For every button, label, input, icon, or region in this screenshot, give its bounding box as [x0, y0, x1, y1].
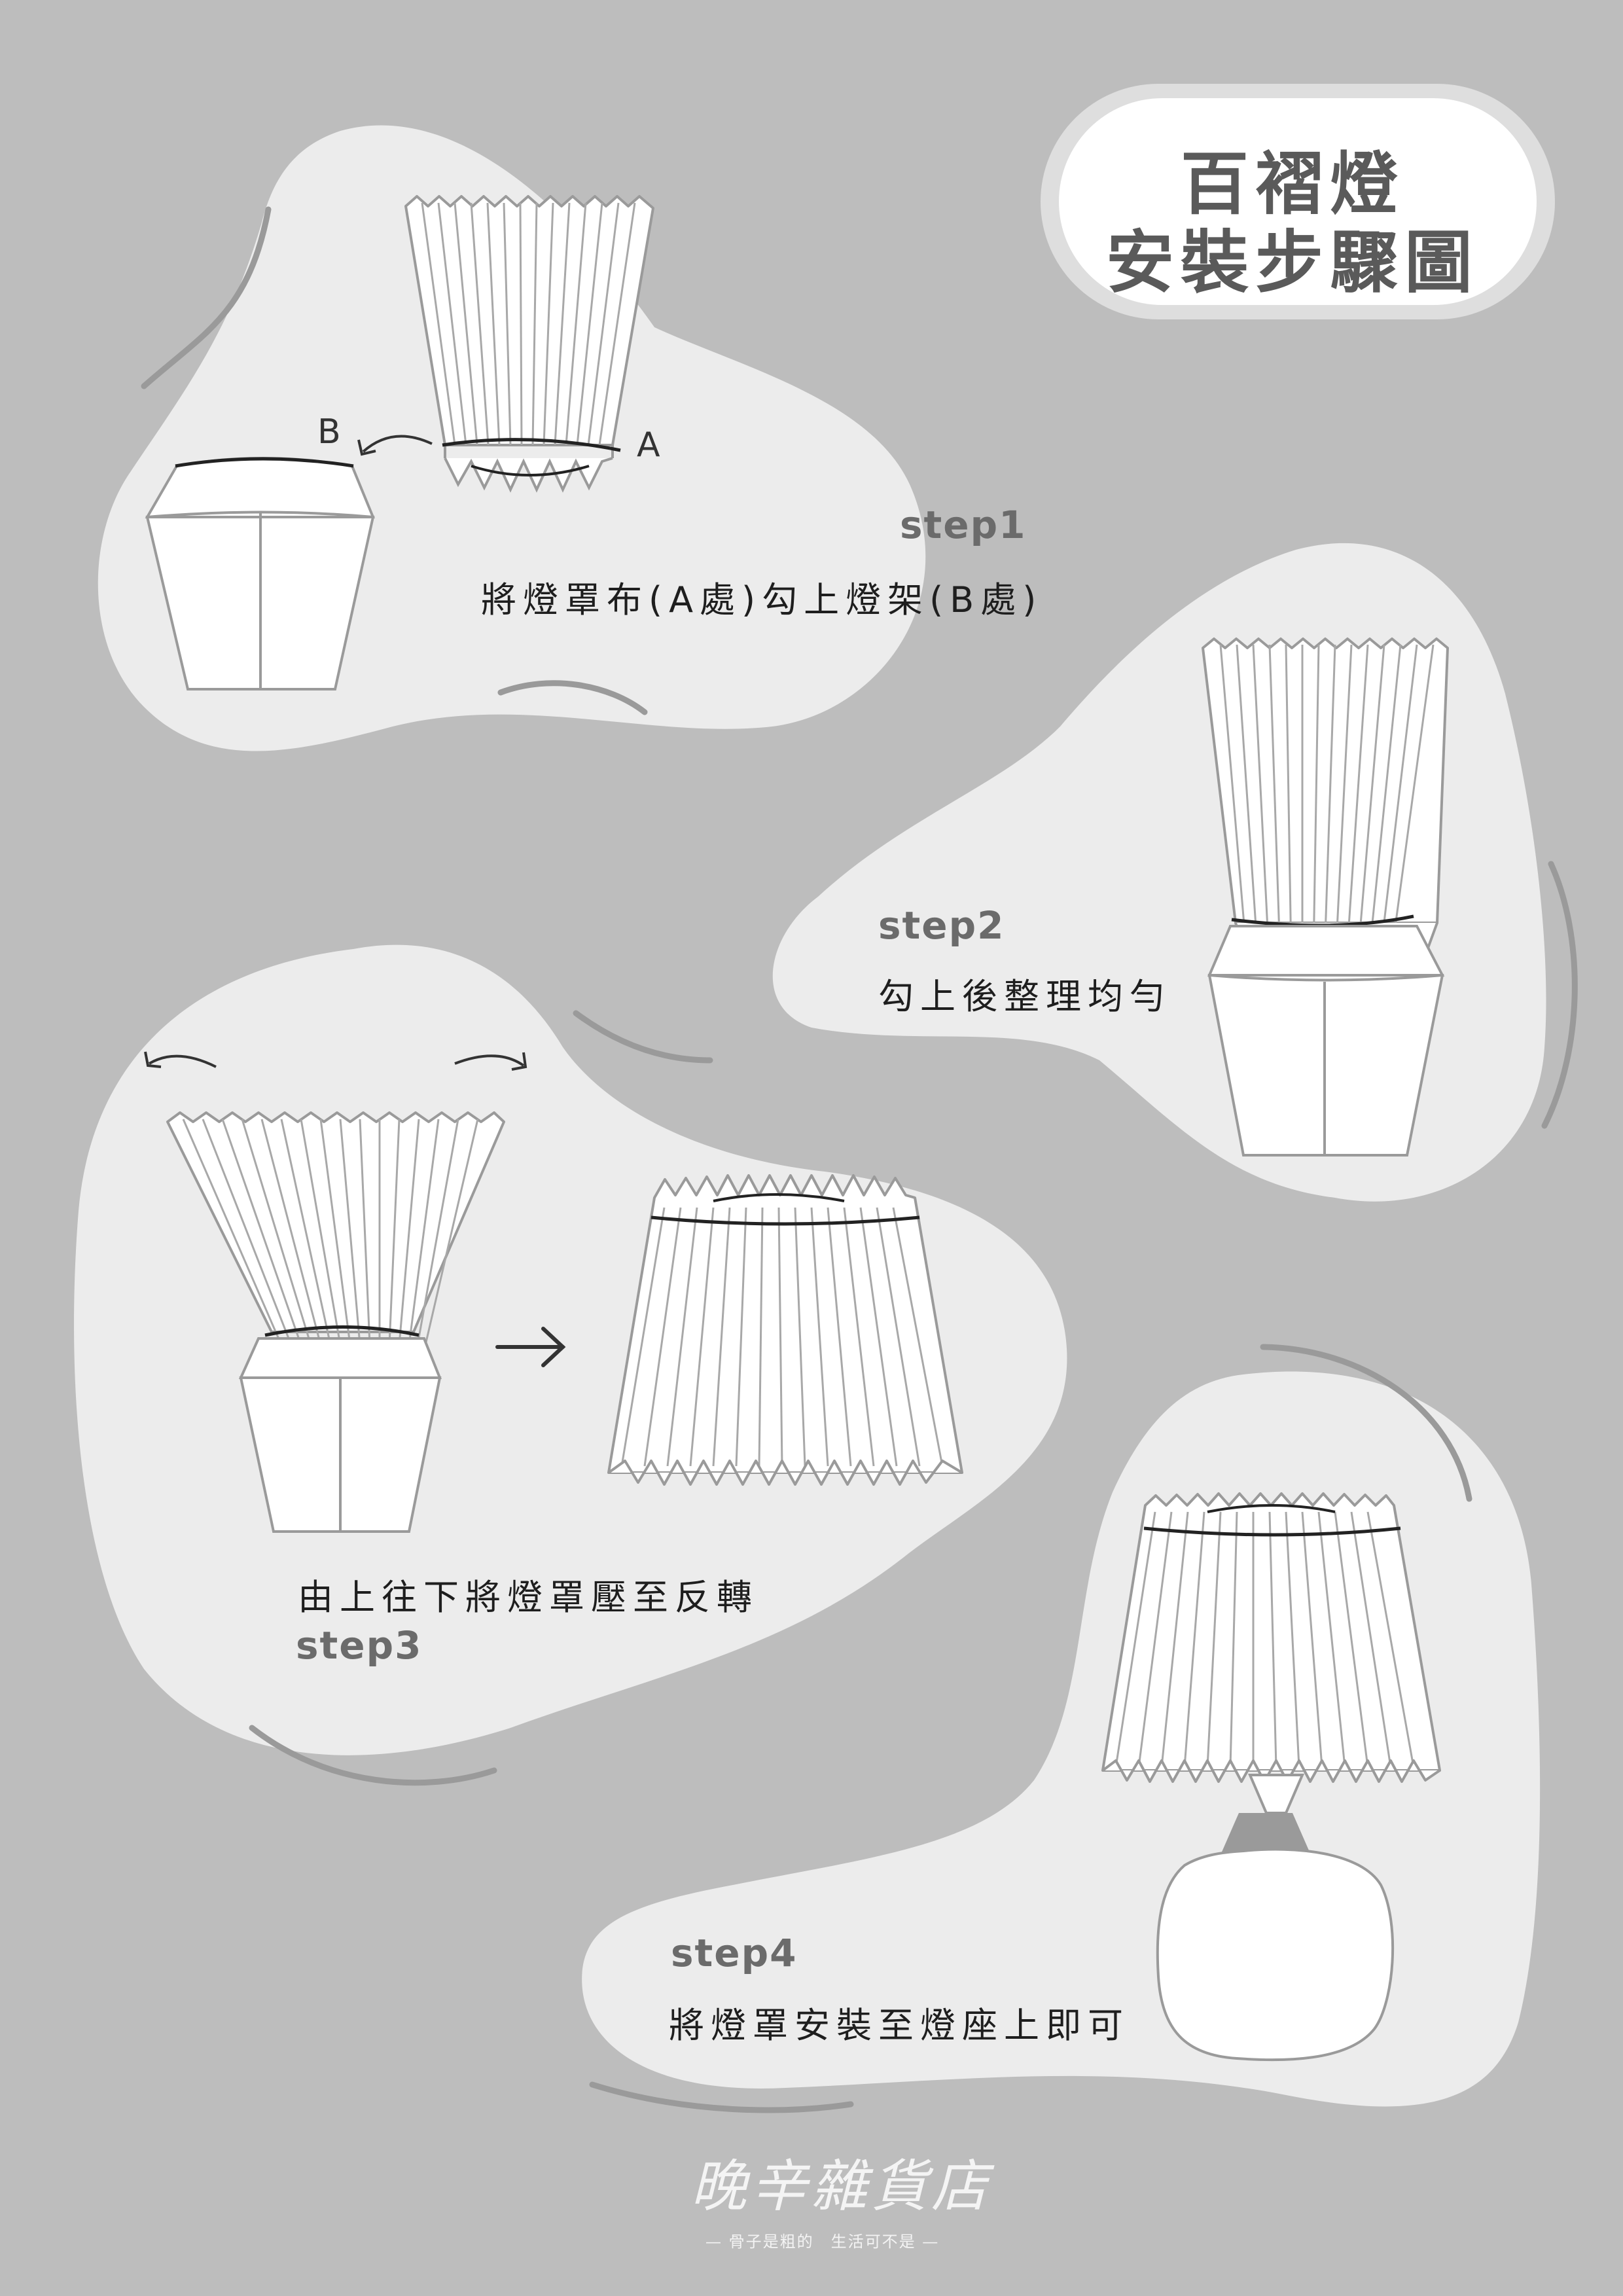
step4-label: step4 [671, 1931, 798, 1975]
step4-pleats [1115, 1511, 1415, 1768]
step4-description: 將燈罩安裝至燈座上即可 [669, 2005, 1130, 2046]
step3-arrow-right [495, 1327, 566, 1367]
step3-inverted-shade [607, 1174, 963, 1486]
step4-shade [1101, 1492, 1441, 1783]
step3-frame [238, 1337, 442, 1533]
decorative-curves [141, 206, 1578, 2113]
step1-shade [357, 195, 654, 493]
step4-lamp-base [1156, 1774, 1395, 2062]
step3-arrows [144, 1051, 527, 1071]
step3-inverted-pleats [620, 1207, 944, 1467]
brand-logo: 晚辛雜貨店 [690, 2154, 991, 2219]
step2-shade [1202, 637, 1449, 963]
step1-arrow-curve [362, 435, 433, 453]
step3-description: 由上往下將燈罩壓至反轉 [298, 1577, 758, 1618]
step1-frame [145, 457, 375, 691]
step2-label: step2 [878, 903, 1005, 948]
step1-label: step1 [900, 503, 1027, 547]
step1-description: 將燈罩布(A處)勾上燈架(B處) [481, 579, 1043, 620]
step2-pleats [1219, 644, 1435, 956]
marker-b: B [317, 412, 341, 452]
step1-hook-line-b [175, 457, 354, 468]
step3-pleats [182, 1119, 479, 1346]
step2-frame [1207, 925, 1445, 1157]
step3-hook-line [264, 1325, 419, 1337]
step1-hook-line-a [442, 438, 621, 452]
title-pill [1059, 98, 1537, 305]
brand-tagline: — 骨子是粗的 生活可不是 — [705, 2233, 940, 2251]
step1-pleats [421, 202, 636, 446]
step3-inverting-shade [166, 1111, 505, 1346]
title-line-1: 百褶燈 [1180, 144, 1404, 224]
marker-a: A [637, 425, 660, 465]
step3-label: step3 [296, 1623, 423, 1668]
title-line-2: 安裝步驟圖 [1105, 223, 1479, 302]
step2-description: 勾上後整理均勻 [878, 976, 1171, 1017]
